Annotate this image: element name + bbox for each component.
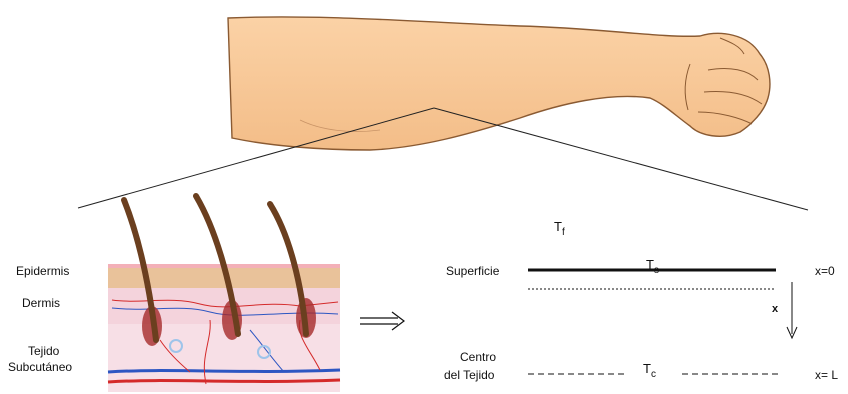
center-label-line1: Centro <box>460 350 496 364</box>
subcutaneous-label-line1: Tejido <box>28 344 59 358</box>
surface-label: Superficie <box>446 264 499 278</box>
center-temperature-label: Tc <box>643 362 656 382</box>
arm-illustration <box>228 17 770 150</box>
dermis-label: Dermis <box>22 296 60 310</box>
depth-axis-label: x <box>772 302 778 316</box>
surface-position-label: x=0 <box>815 264 835 278</box>
double-line-right-arrow-icon <box>360 312 404 330</box>
center-label-line2: del Tejido <box>444 368 494 382</box>
skin-cross-section <box>108 196 340 392</box>
fluid-temperature-label: Tf <box>554 220 565 240</box>
center-position-label: x= L <box>815 368 838 382</box>
surface-temperature-label: Ts <box>646 258 659 278</box>
epidermis-label: Epidermis <box>16 264 69 278</box>
subcutaneous-label-line2: Subcutáneo <box>8 360 72 374</box>
down-arrow-icon <box>787 282 797 338</box>
